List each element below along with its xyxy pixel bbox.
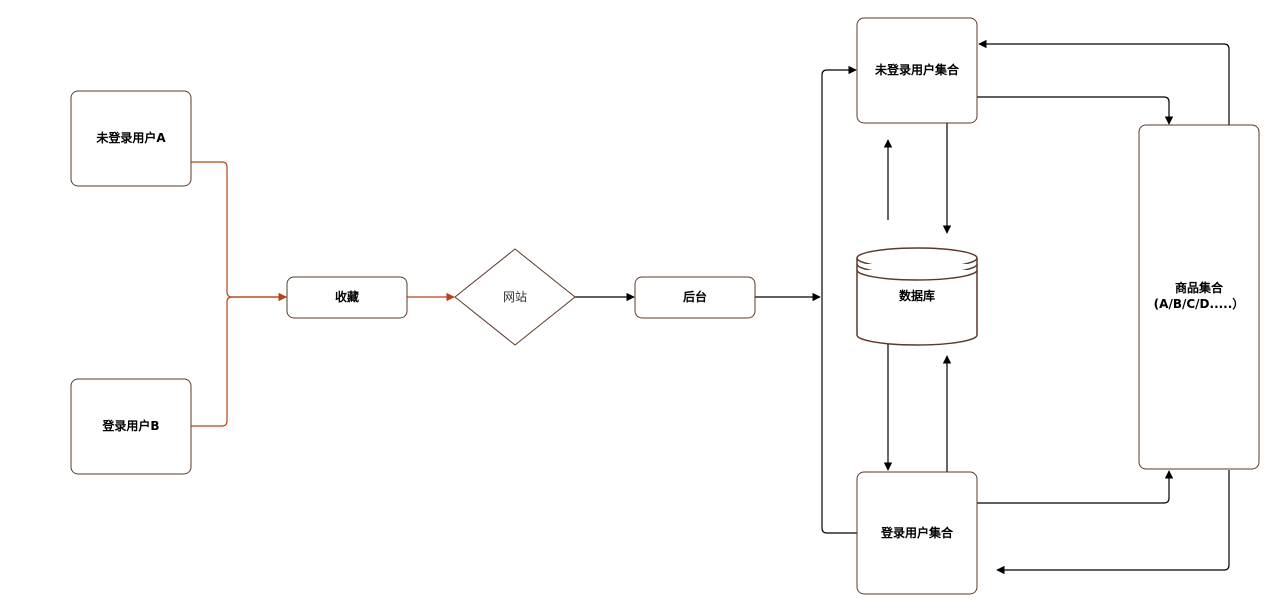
node-product-set-label-2: (A/B/C/D.....） xyxy=(1154,296,1245,311)
node-favorite-label: 收藏 xyxy=(335,289,359,304)
edge-user-b-to-favorite xyxy=(191,292,287,427)
edge-logged-set-to-products xyxy=(977,470,1174,504)
edge-branch-to-guest-set xyxy=(821,65,857,534)
node-logged-user-set[interactable]: 登录用户集合 xyxy=(856,471,978,595)
node-guest-user-set[interactable]: 未登录用户集合 xyxy=(856,17,978,124)
edge-guest-a-to-favorite xyxy=(191,161,287,302)
node-database[interactable]: 数据库 xyxy=(856,247,978,346)
node-logged-user-b-label: 登录用户B xyxy=(101,418,159,433)
node-website-label: 网站 xyxy=(503,290,527,304)
node-database-label: 数据库 xyxy=(899,288,935,303)
edge-guest-set-to-products xyxy=(977,96,1174,125)
edge-products-to-guest-set xyxy=(978,39,1230,125)
node-guest-user-a[interactable]: 未登录用户A xyxy=(70,90,192,187)
node-logged-user-set-label: 登录用户集合 xyxy=(880,525,954,540)
node-favorite[interactable]: 收藏 xyxy=(286,276,408,319)
node-backend[interactable]: 后台 xyxy=(634,276,756,319)
node-guest-user-a-label: 未登录用户A xyxy=(95,130,166,145)
edge-products-to-logged-set xyxy=(996,470,1230,575)
node-backend-label: 后台 xyxy=(683,289,707,304)
node-guest-user-set-label: 未登录用户集合 xyxy=(874,62,960,77)
node-website-decision[interactable]: 网站 xyxy=(454,248,576,346)
node-product-set[interactable]: 商品集合 (A/B/C/D.....） xyxy=(1138,124,1260,470)
node-product-set-label-1: 商品集合 xyxy=(1175,280,1224,295)
node-logged-user-b[interactable]: 登录用户B xyxy=(70,378,192,475)
